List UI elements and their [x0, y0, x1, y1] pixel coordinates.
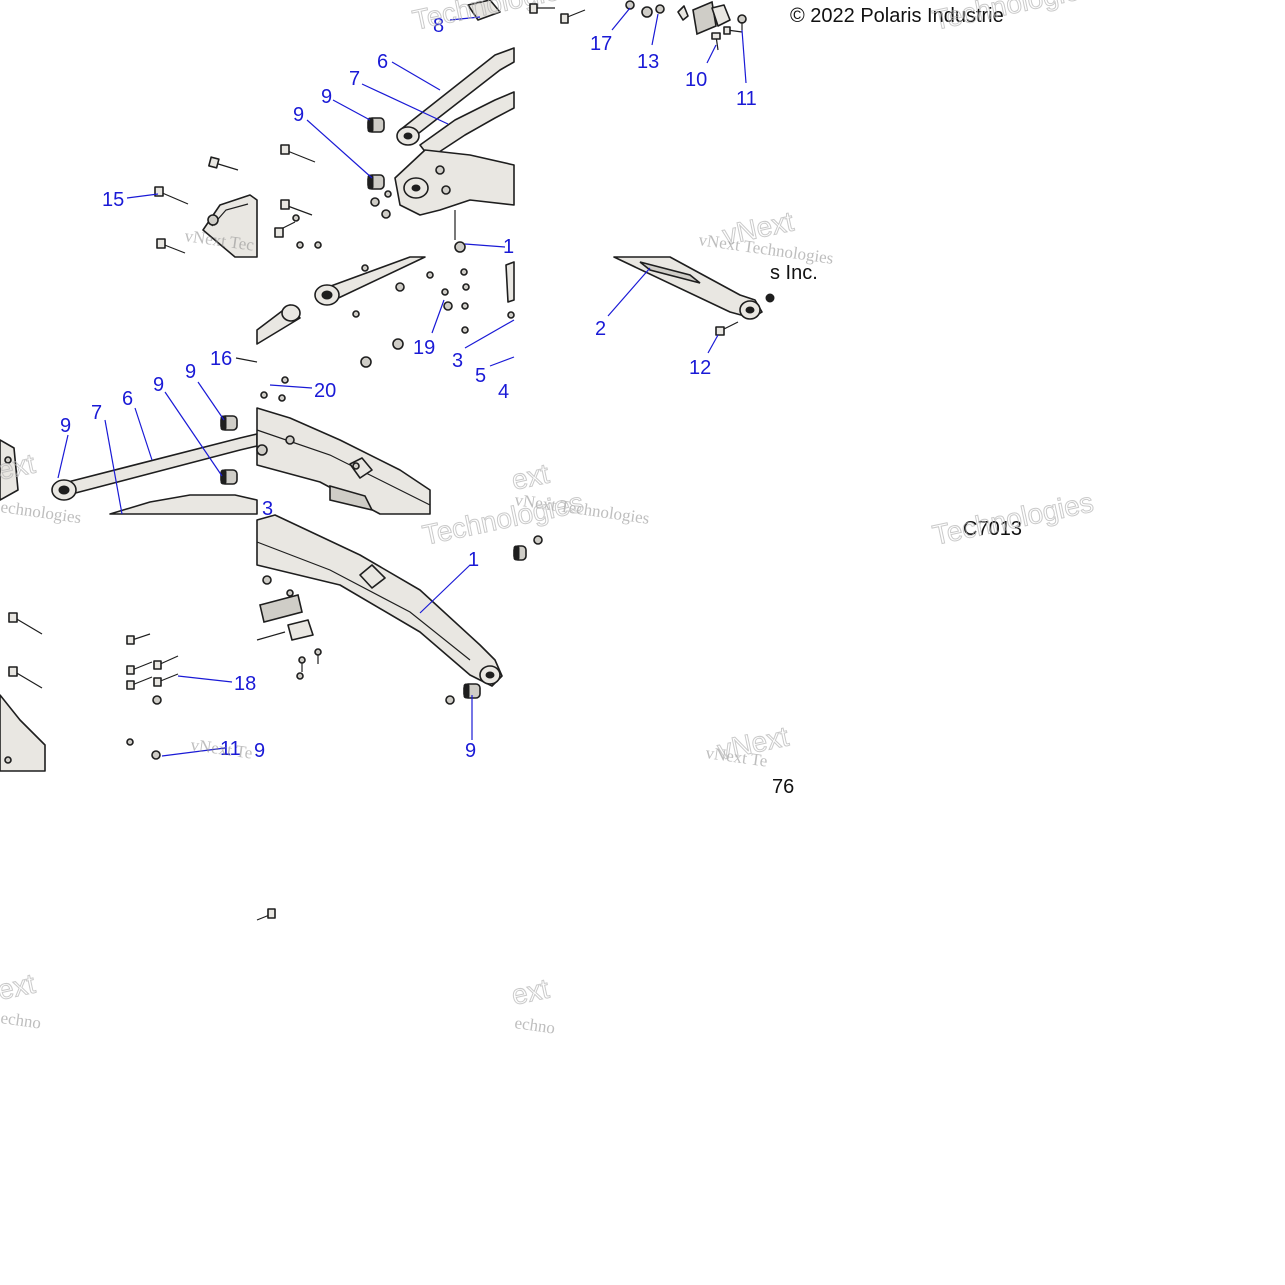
bolt-part: [529, 3, 555, 14]
bolt-part: [280, 199, 313, 216]
watermark-ext-4: ext: [509, 973, 552, 1011]
bolt-part: [256, 908, 276, 921]
callout-17: 17: [590, 33, 612, 55]
bolt-part: [126, 676, 153, 690]
callout-6: 6: [122, 388, 133, 410]
callout-1-fragment: 1: [503, 236, 514, 258]
bolt-part: [274, 221, 296, 238]
callout-18: 18: [234, 673, 256, 695]
bracket-part: [711, 4, 731, 27]
arm-link-part: [59, 433, 258, 497]
watermark-chno-2: echno: [513, 1013, 556, 1037]
watermark-ext: ext: [0, 448, 38, 486]
bolt-part: [153, 655, 179, 670]
callout-9: 9: [60, 415, 71, 437]
bolt-part: [8, 612, 43, 635]
callout-4: 4: [498, 381, 509, 403]
bushing-part: [367, 117, 385, 133]
trailing-arm-mount-part: [394, 149, 515, 216]
callout-10: 10: [685, 69, 707, 91]
tile-mid-right: 2 12 vNext Technologies Technologies ext: [419, 256, 775, 551]
watermark-tech: Technologies: [410, 0, 576, 36]
callout-15: 15: [102, 189, 124, 211]
frame-bracket-part: [0, 694, 46, 772]
watermark-ext-2: ext: [509, 458, 552, 496]
callout-5: 5: [475, 365, 486, 387]
callout-7: 7: [91, 402, 102, 424]
frame-bracket-part: [202, 194, 258, 258]
callout-20: 20: [314, 380, 336, 402]
bolt-part: [723, 26, 743, 35]
watermark-tech-2: Technologies: [420, 487, 586, 551]
bushing-part: [220, 415, 238, 431]
bolt-part: [126, 633, 151, 645]
callout-2: 2: [595, 318, 606, 340]
bushing-part: [463, 683, 481, 699]
watermark-brand-2: vNext: [715, 721, 792, 766]
bushing-part: [367, 174, 385, 190]
bolt-part: [560, 9, 586, 24]
callout-3: 3: [262, 498, 273, 520]
bolt-part: [153, 673, 179, 687]
bolt-part: [156, 238, 186, 254]
tile-center: 19 3 5 4 20: [256, 256, 515, 515]
diagram-code: C7013: [963, 518, 1022, 540]
arm-link-part: [109, 494, 258, 515]
bolt-part: [715, 321, 739, 336]
bracket-part: [287, 619, 314, 641]
bolt-part: [126, 661, 153, 675]
watermark-tech-3: Technologies: [930, 487, 1096, 551]
tile-top-left: 15 vNext Tec: [102, 156, 258, 258]
callout-11: 11: [736, 88, 757, 110]
watermark-chno: echno: [0, 1008, 42, 1032]
callout-12: 12: [689, 357, 711, 379]
tile-lower-center: 1 9 9 3: [254, 498, 543, 762]
tile-lower-left: 18 11 vNext Te: [0, 612, 256, 772]
watermark-ext-3: ext: [0, 968, 38, 1006]
trailing-arm-part: [256, 407, 431, 515]
bolt-part: [280, 144, 316, 163]
callout-9: 9: [153, 374, 164, 396]
plate-part: [692, 0, 717, 36]
callout-11: 11: [220, 738, 241, 760]
watermark-nologies: echnologies: [0, 497, 83, 527]
bolt-part: [711, 32, 721, 51]
callout-13: 13: [637, 51, 659, 73]
bolt-part: [208, 156, 239, 171]
callout-16: 16: [210, 348, 232, 370]
page-fragment: 76: [772, 776, 794, 798]
callout-9: 9: [185, 361, 196, 383]
callout-8: 8: [433, 15, 444, 37]
bushing-part: [220, 469, 238, 485]
callout-9: 9: [293, 104, 304, 126]
callout-7: 7: [349, 68, 360, 90]
callout-1: 1: [468, 549, 479, 571]
copyright-fragment: s Inc.: [770, 262, 818, 284]
plate-part: [259, 594, 303, 623]
callout-19: 19: [413, 337, 435, 359]
callout-9: 9: [254, 740, 265, 762]
trailing-arm-part: [256, 514, 503, 687]
bushing-part: [513, 545, 527, 561]
copyright-text: © 2022 Polaris Industrie: [790, 5, 1004, 27]
callout-9: 9: [321, 86, 332, 108]
bolt-part: [154, 186, 189, 205]
bolt-part: [8, 666, 43, 689]
watermark-tech-corner: Technologies: [930, 0, 1096, 36]
callout-3: 3: [452, 350, 463, 372]
callout-6: 6: [377, 51, 388, 73]
tile-top-middle: 8 6 7 9 9 1 Technologies: [274, 0, 577, 258]
arm-link-part: [419, 91, 515, 159]
callout-9: 9: [465, 740, 476, 762]
tile-top-right: 17 13 10 11 vNext vNext Technologies Tec…: [529, 0, 1097, 268]
tile-mid-left: 9 7 6 9 9 16 echnologies ext: [0, 348, 258, 527]
tile-bottom: echno echno ext ext vNext Te vNext Techn…: [0, 486, 1097, 1038]
